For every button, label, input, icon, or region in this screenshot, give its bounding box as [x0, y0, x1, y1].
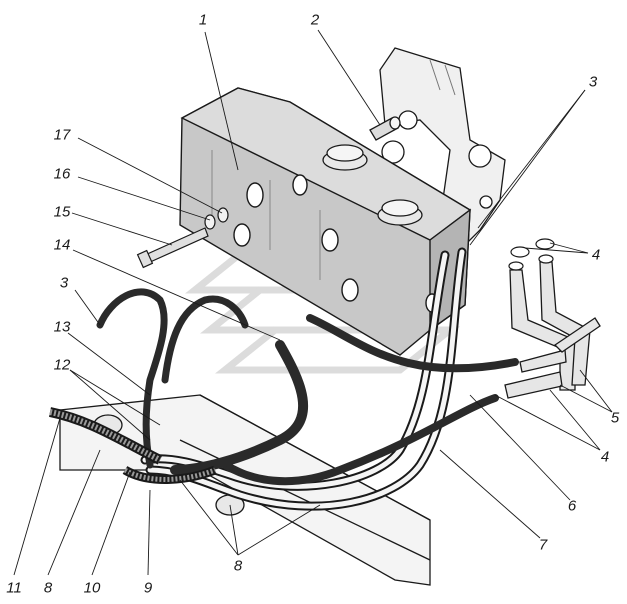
- callout-7: 7: [538, 536, 548, 554]
- callout-12: 12: [53, 356, 71, 374]
- callout-9: 9: [143, 579, 153, 597]
- callout-16: 16: [53, 165, 71, 183]
- filler-cap-rear: [377, 199, 423, 226]
- callout-10: 10: [83, 579, 101, 597]
- bolt: [136, 227, 209, 269]
- callout-17: 17: [53, 126, 71, 144]
- callout-4b: 4: [600, 448, 610, 466]
- coolant-hoses: [96, 288, 519, 486]
- frame-rail: [59, 394, 431, 586]
- callout-8a: 8: [43, 579, 53, 597]
- callout-4a: 4: [591, 246, 601, 264]
- filler-cap-front: [322, 144, 368, 171]
- washers: [204, 207, 229, 230]
- sleeve-part: [369, 116, 401, 141]
- callout-11: 11: [6, 579, 22, 597]
- hose-clamps: [508, 238, 555, 271]
- leader-lines: [13, 29, 613, 576]
- callout-3a: 3: [588, 73, 598, 91]
- callout-14: 14: [53, 236, 71, 254]
- outlet-pipes: [504, 261, 601, 399]
- callout-3b: 3: [59, 274, 69, 292]
- callout-6: 6: [567, 497, 577, 515]
- callout-2: 2: [310, 11, 320, 29]
- callout-8b: 8: [233, 557, 243, 575]
- callout-13: 13: [53, 318, 71, 336]
- callout-1: 1: [198, 11, 208, 29]
- callout-5: 5: [610, 409, 620, 427]
- callout-15: 15: [53, 203, 71, 221]
- corrugated-hose: [49, 407, 217, 484]
